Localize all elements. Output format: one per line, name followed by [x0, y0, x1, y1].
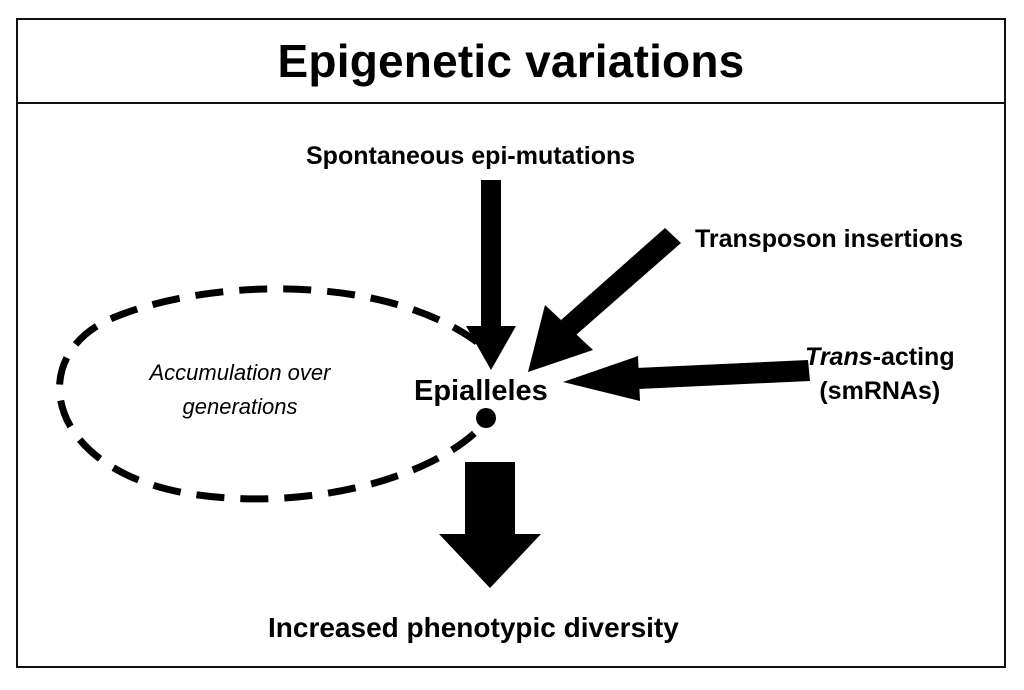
accumulation-line-1: Accumulation over	[149, 360, 331, 385]
diagram-title: Epigenetic variations	[277, 35, 745, 87]
trans-acting-arrow	[563, 356, 810, 401]
outcome-arrow	[439, 462, 541, 588]
transposon-label: Transposon insertions	[695, 225, 964, 253]
smrnas-text: (smRNAs)	[819, 377, 941, 405]
epialleles-label: Epialleles	[414, 375, 548, 407]
diagram-graphics	[56, 180, 810, 588]
accumulation-loop	[56, 285, 483, 503]
spontaneous-arrow	[466, 180, 516, 370]
trans-italic-text: Trans	[805, 343, 873, 371]
spontaneous-label: Spontaneous epi-mutations	[306, 142, 636, 170]
accumulation-line-2: generations	[182, 394, 298, 419]
transposon-arrow	[528, 228, 681, 372]
diagram-frame: Epigenetic variations Spontaneous epi-mu…	[16, 18, 1006, 668]
title-bar: Epigenetic variations	[18, 20, 1004, 104]
trans-acting-text: -acting	[872, 343, 955, 371]
outcome-label: Increased phenotypic diversity	[268, 612, 679, 643]
trans-acting-label: Trans-acting (smRNAs)	[805, 340, 955, 408]
loop-start-dot	[476, 408, 496, 428]
accumulation-label: Accumulation over generations	[110, 356, 370, 424]
